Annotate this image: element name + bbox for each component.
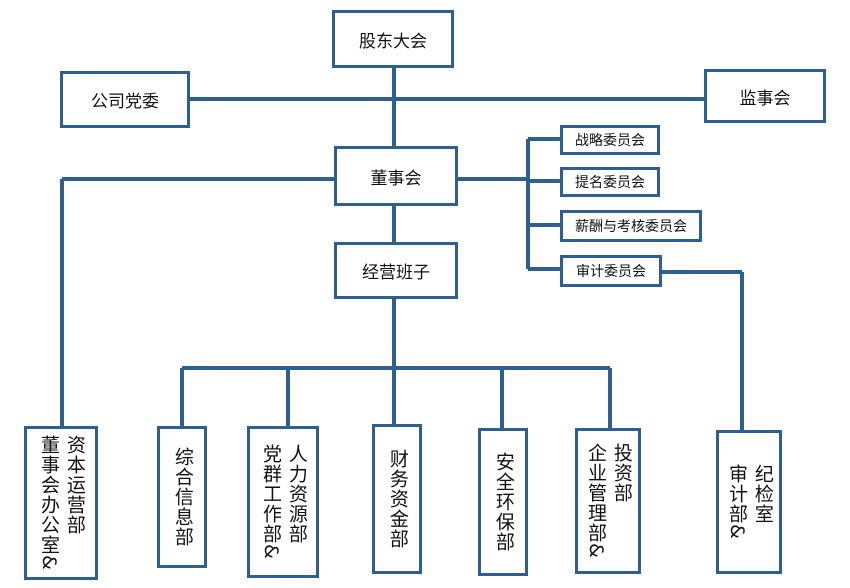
node-label: 监事会	[739, 88, 791, 109]
node-label-col: 投资部	[610, 443, 633, 504]
node-party-committee: 公司党委	[60, 71, 190, 128]
node-hr-dept: 人力资源部 党群工作部&	[247, 426, 319, 578]
node-label-group: 纪检室 审计部&	[725, 464, 774, 540]
node-audit-committee: 审计委员会	[560, 255, 662, 287]
node-label-col: 企业管理部&	[585, 443, 607, 559]
node-label: 提名委员会	[575, 175, 645, 191]
node-label: 战略委员会	[575, 133, 645, 149]
node-label-col: 纪检室	[751, 464, 774, 525]
node-info-dept: 综合信息部	[157, 426, 207, 568]
node-safety-dept: 安全环保部	[478, 428, 528, 576]
node-label-col: 人力资源部	[285, 444, 308, 545]
node-label: 股东大会	[359, 31, 427, 52]
node-label-col: 资本运营部	[63, 435, 86, 536]
node-supervisory-board: 监事会	[704, 69, 826, 123]
node-label-group: 投资部 企业管理部&	[584, 443, 633, 559]
node-label: 董事会	[370, 168, 422, 189]
node-management-team: 经营班子	[334, 242, 458, 299]
node-label: 财务资金部	[386, 449, 409, 549]
node-label-group: 人力资源部 党群工作部&	[259, 444, 308, 560]
node-strategy-committee: 战略委员会	[560, 125, 660, 155]
node-board-office: 资本运营部 董事会办公室&	[24, 426, 98, 580]
node-label-col: 董事会办公室&	[38, 435, 60, 571]
node-investment-dept: 投资部 企业管理部&	[575, 428, 641, 574]
node-label-col: 审计部&	[726, 464, 748, 540]
node-discipline-dept: 纪检室 审计部&	[716, 430, 782, 574]
node-label-group: 资本运营部 董事会办公室&	[37, 435, 86, 571]
node-label: 安全环保部	[492, 452, 515, 552]
node-label: 经营班子	[362, 263, 430, 283]
node-label: 公司党委	[91, 92, 159, 112]
node-shareholders-meeting: 股东大会	[332, 10, 454, 68]
node-label-col: 党群工作部&	[260, 444, 282, 560]
node-board-of-directors: 董事会	[334, 146, 458, 206]
node-finance-dept: 财务资金部	[372, 424, 422, 574]
node-nomination-committee: 提名委员会	[560, 167, 660, 197]
node-label: 审计委员会	[576, 264, 646, 280]
node-label: 综合信息部	[171, 447, 194, 547]
node-remuneration-committee: 薪酬与考核委员会	[560, 210, 702, 242]
node-label: 薪酬与考核委员会	[575, 219, 687, 235]
